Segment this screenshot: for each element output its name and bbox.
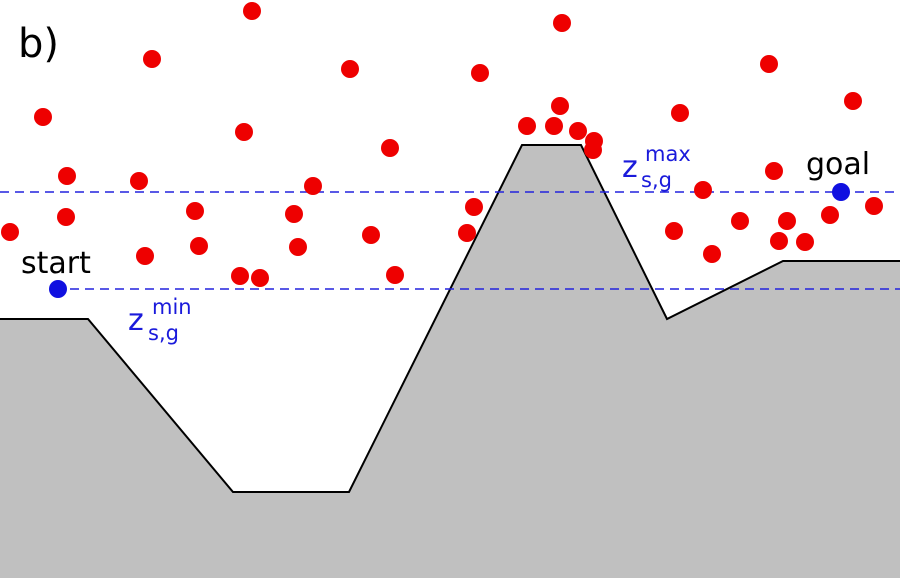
sample-point [341, 60, 359, 78]
sample-point [130, 172, 148, 190]
sample-point [471, 64, 489, 82]
sample-point [136, 247, 154, 265]
sample-point [235, 123, 253, 141]
sample-point [458, 224, 476, 242]
sample-point [285, 205, 303, 223]
sample-point [844, 92, 862, 110]
sample-point [34, 108, 52, 126]
sample-point [190, 237, 208, 255]
z-min-label: z [128, 303, 144, 338]
sample-point [760, 55, 778, 73]
z-max-subscript: s,g [641, 168, 672, 192]
start-point [49, 280, 67, 298]
sample-point [671, 104, 689, 122]
sample-point [1, 223, 19, 241]
sample-point [821, 206, 839, 224]
sample-point [381, 139, 399, 157]
sample-point [778, 212, 796, 230]
sample-point [765, 162, 783, 180]
sample-point [545, 117, 563, 135]
sample-points [1, 2, 883, 287]
sample-point [694, 181, 712, 199]
sample-point [58, 167, 76, 185]
sample-point [865, 197, 883, 215]
z-min-superscript: min [152, 295, 192, 319]
z-min-subscript: s,g [148, 321, 179, 345]
sample-point [143, 50, 161, 68]
sample-point [251, 269, 269, 287]
terrain-surface [0, 145, 900, 578]
z-max-superscript: max [645, 142, 691, 166]
sample-point [584, 141, 602, 159]
panel-label: b) [18, 21, 59, 67]
sample-point [465, 198, 483, 216]
sample-point [362, 226, 380, 244]
sample-point [57, 208, 75, 226]
sample-point [553, 14, 571, 32]
sample-point [665, 222, 683, 240]
sample-point [796, 233, 814, 251]
sample-point [551, 97, 569, 115]
sample-point [186, 202, 204, 220]
sample-point [518, 117, 536, 135]
sample-point [304, 177, 322, 195]
sample-point [386, 266, 404, 284]
sample-point [231, 267, 249, 285]
sample-point [243, 2, 261, 20]
terrain-outline [0, 144, 900, 493]
sample-point [289, 238, 307, 256]
start-label: start [21, 246, 91, 281]
sample-point [569, 122, 587, 140]
sample-point [703, 245, 721, 263]
goal-point [832, 183, 850, 201]
sample-point [731, 212, 749, 230]
z-max-label: z [622, 150, 638, 185]
goal-label: goal [806, 147, 870, 182]
sample-point [770, 232, 788, 250]
